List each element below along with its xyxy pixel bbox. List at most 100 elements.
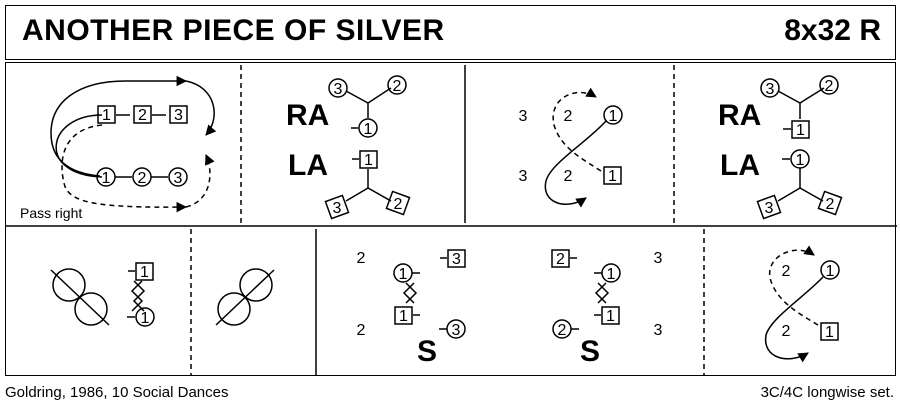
- woman-circle: [387, 75, 407, 95]
- svg-text:2: 2: [357, 250, 366, 267]
- svg-text:3: 3: [519, 168, 528, 185]
- man-square: [447, 249, 466, 268]
- label: 2: [138, 170, 147, 187]
- svg-text:2: 2: [782, 323, 791, 340]
- turn-circle: [217, 292, 251, 326]
- svg-text:1: 1: [399, 266, 408, 283]
- svg-text:2: 2: [556, 251, 565, 268]
- zigzag: [405, 282, 418, 304]
- turn-circle: [239, 268, 273, 302]
- man-square: [551, 249, 570, 268]
- woman-circle: [760, 78, 780, 98]
- svg-text:1: 1: [825, 324, 834, 341]
- move-label: RA: [286, 99, 329, 132]
- label: 3: [174, 170, 183, 187]
- dance-meta: 8x32 R: [784, 14, 881, 47]
- man-square: [133, 105, 152, 124]
- svg-text:2: 2: [558, 322, 567, 339]
- zigzag: [130, 280, 144, 312]
- zigzag: [594, 282, 607, 304]
- move-label: LA: [288, 149, 328, 182]
- label: 1: [102, 107, 111, 124]
- svg-text:3: 3: [654, 322, 663, 339]
- move-label: LA: [720, 149, 760, 182]
- panel-turn-2: [215, 268, 275, 326]
- svg-text:2: 2: [564, 168, 573, 185]
- path-inner-dashed: [61, 124, 188, 213]
- man-square: [359, 150, 378, 169]
- woman-circle: [358, 118, 378, 138]
- man-square: [385, 190, 411, 216]
- man-square: [603, 166, 622, 185]
- panel-set-2: 2 1 3 2 1 3 S: [551, 249, 663, 368]
- svg-text:2: 2: [564, 108, 573, 125]
- woman-circle: [135, 307, 155, 327]
- setting-label: S: [417, 335, 437, 368]
- svg-text:2: 2: [826, 196, 835, 213]
- man-square: [324, 194, 350, 220]
- svg-text:1: 1: [608, 168, 617, 185]
- svg-text:1: 1: [140, 264, 149, 281]
- diagram-svg: 1 2 3 1 2 3 Pass right RA LA 3 2 1 1: [6, 65, 897, 375]
- svg-text:3: 3: [654, 250, 663, 267]
- svg-text:1: 1: [607, 266, 616, 283]
- footer-formation: 3C/4C longwise set.: [760, 384, 894, 401]
- man-square: [791, 120, 810, 139]
- svg-text:2: 2: [394, 196, 403, 213]
- path-outer-right: [185, 80, 217, 136]
- panel-turn-1: 1 1: [50, 262, 155, 327]
- setting-label: S: [580, 335, 600, 368]
- man-square: [97, 105, 116, 124]
- man-square: [169, 105, 188, 124]
- man-square: [820, 322, 839, 341]
- man-square: [817, 190, 843, 216]
- svg-text:3: 3: [766, 81, 775, 98]
- svg-text:3: 3: [765, 200, 774, 217]
- svg-text:1: 1: [364, 121, 373, 138]
- panel-figure-eight: 3 2 1 3 2 1: [519, 87, 623, 208]
- panel-pass-right: 1 2 3 1 2 3 Pass right: [20, 75, 217, 221]
- man-square: [135, 262, 154, 281]
- svg-text:1: 1: [399, 308, 408, 325]
- svg-text:3: 3: [452, 251, 461, 268]
- loop-left: [55, 114, 103, 178]
- svg-text:3: 3: [452, 322, 461, 339]
- svg-text:3: 3: [519, 108, 528, 125]
- title-bar: ANOTHER PIECE OF SILVER 8x32 R: [5, 5, 896, 60]
- man-square: [601, 306, 620, 325]
- woman-circle: [328, 78, 348, 98]
- footer-source: Goldring, 1986, 10 Social Dances: [5, 384, 229, 401]
- panel-caption: Pass right: [20, 205, 82, 221]
- dance-title: ANOTHER PIECE OF SILVER: [22, 14, 445, 47]
- svg-text:1: 1: [609, 108, 618, 125]
- woman-circle: [603, 105, 623, 125]
- svg-text:1: 1: [606, 308, 615, 325]
- panel-set-1: 2 3 1 2 1 3 S: [357, 249, 466, 368]
- woman-circle: [820, 260, 840, 280]
- svg-text:1: 1: [826, 263, 835, 280]
- woman-circle: [168, 167, 188, 187]
- diagram-area: 1 2 3 1 2 3 Pass right RA LA 3 2 1 1: [5, 62, 897, 376]
- panel-ra-la-1: RA LA 3 2 1 1 3 2: [286, 75, 411, 220]
- svg-text:2: 2: [825, 78, 834, 95]
- woman-circle: [819, 75, 839, 95]
- svg-text:2: 2: [393, 78, 402, 95]
- svg-text:2: 2: [782, 263, 791, 280]
- path-outer-left: [50, 80, 127, 177]
- panel-ra-la-2: RA LA 3 2 1 1 3 2: [718, 75, 843, 220]
- svg-text:1: 1: [364, 152, 373, 169]
- svg-text:3: 3: [333, 200, 342, 217]
- turn-circle: [74, 292, 108, 326]
- man-square: [756, 194, 782, 220]
- label: 2: [138, 107, 147, 124]
- zigzag: [402, 282, 415, 304]
- zigzag: [597, 282, 610, 304]
- svg-text:1: 1: [796, 122, 805, 139]
- move-label: RA: [718, 99, 761, 132]
- label: 1: [102, 170, 111, 187]
- turn-circle: [52, 268, 86, 302]
- svg-text:1: 1: [141, 310, 150, 327]
- svg-text:2: 2: [357, 322, 366, 339]
- svg-text:1: 1: [796, 152, 805, 169]
- svg-text:3: 3: [334, 81, 343, 98]
